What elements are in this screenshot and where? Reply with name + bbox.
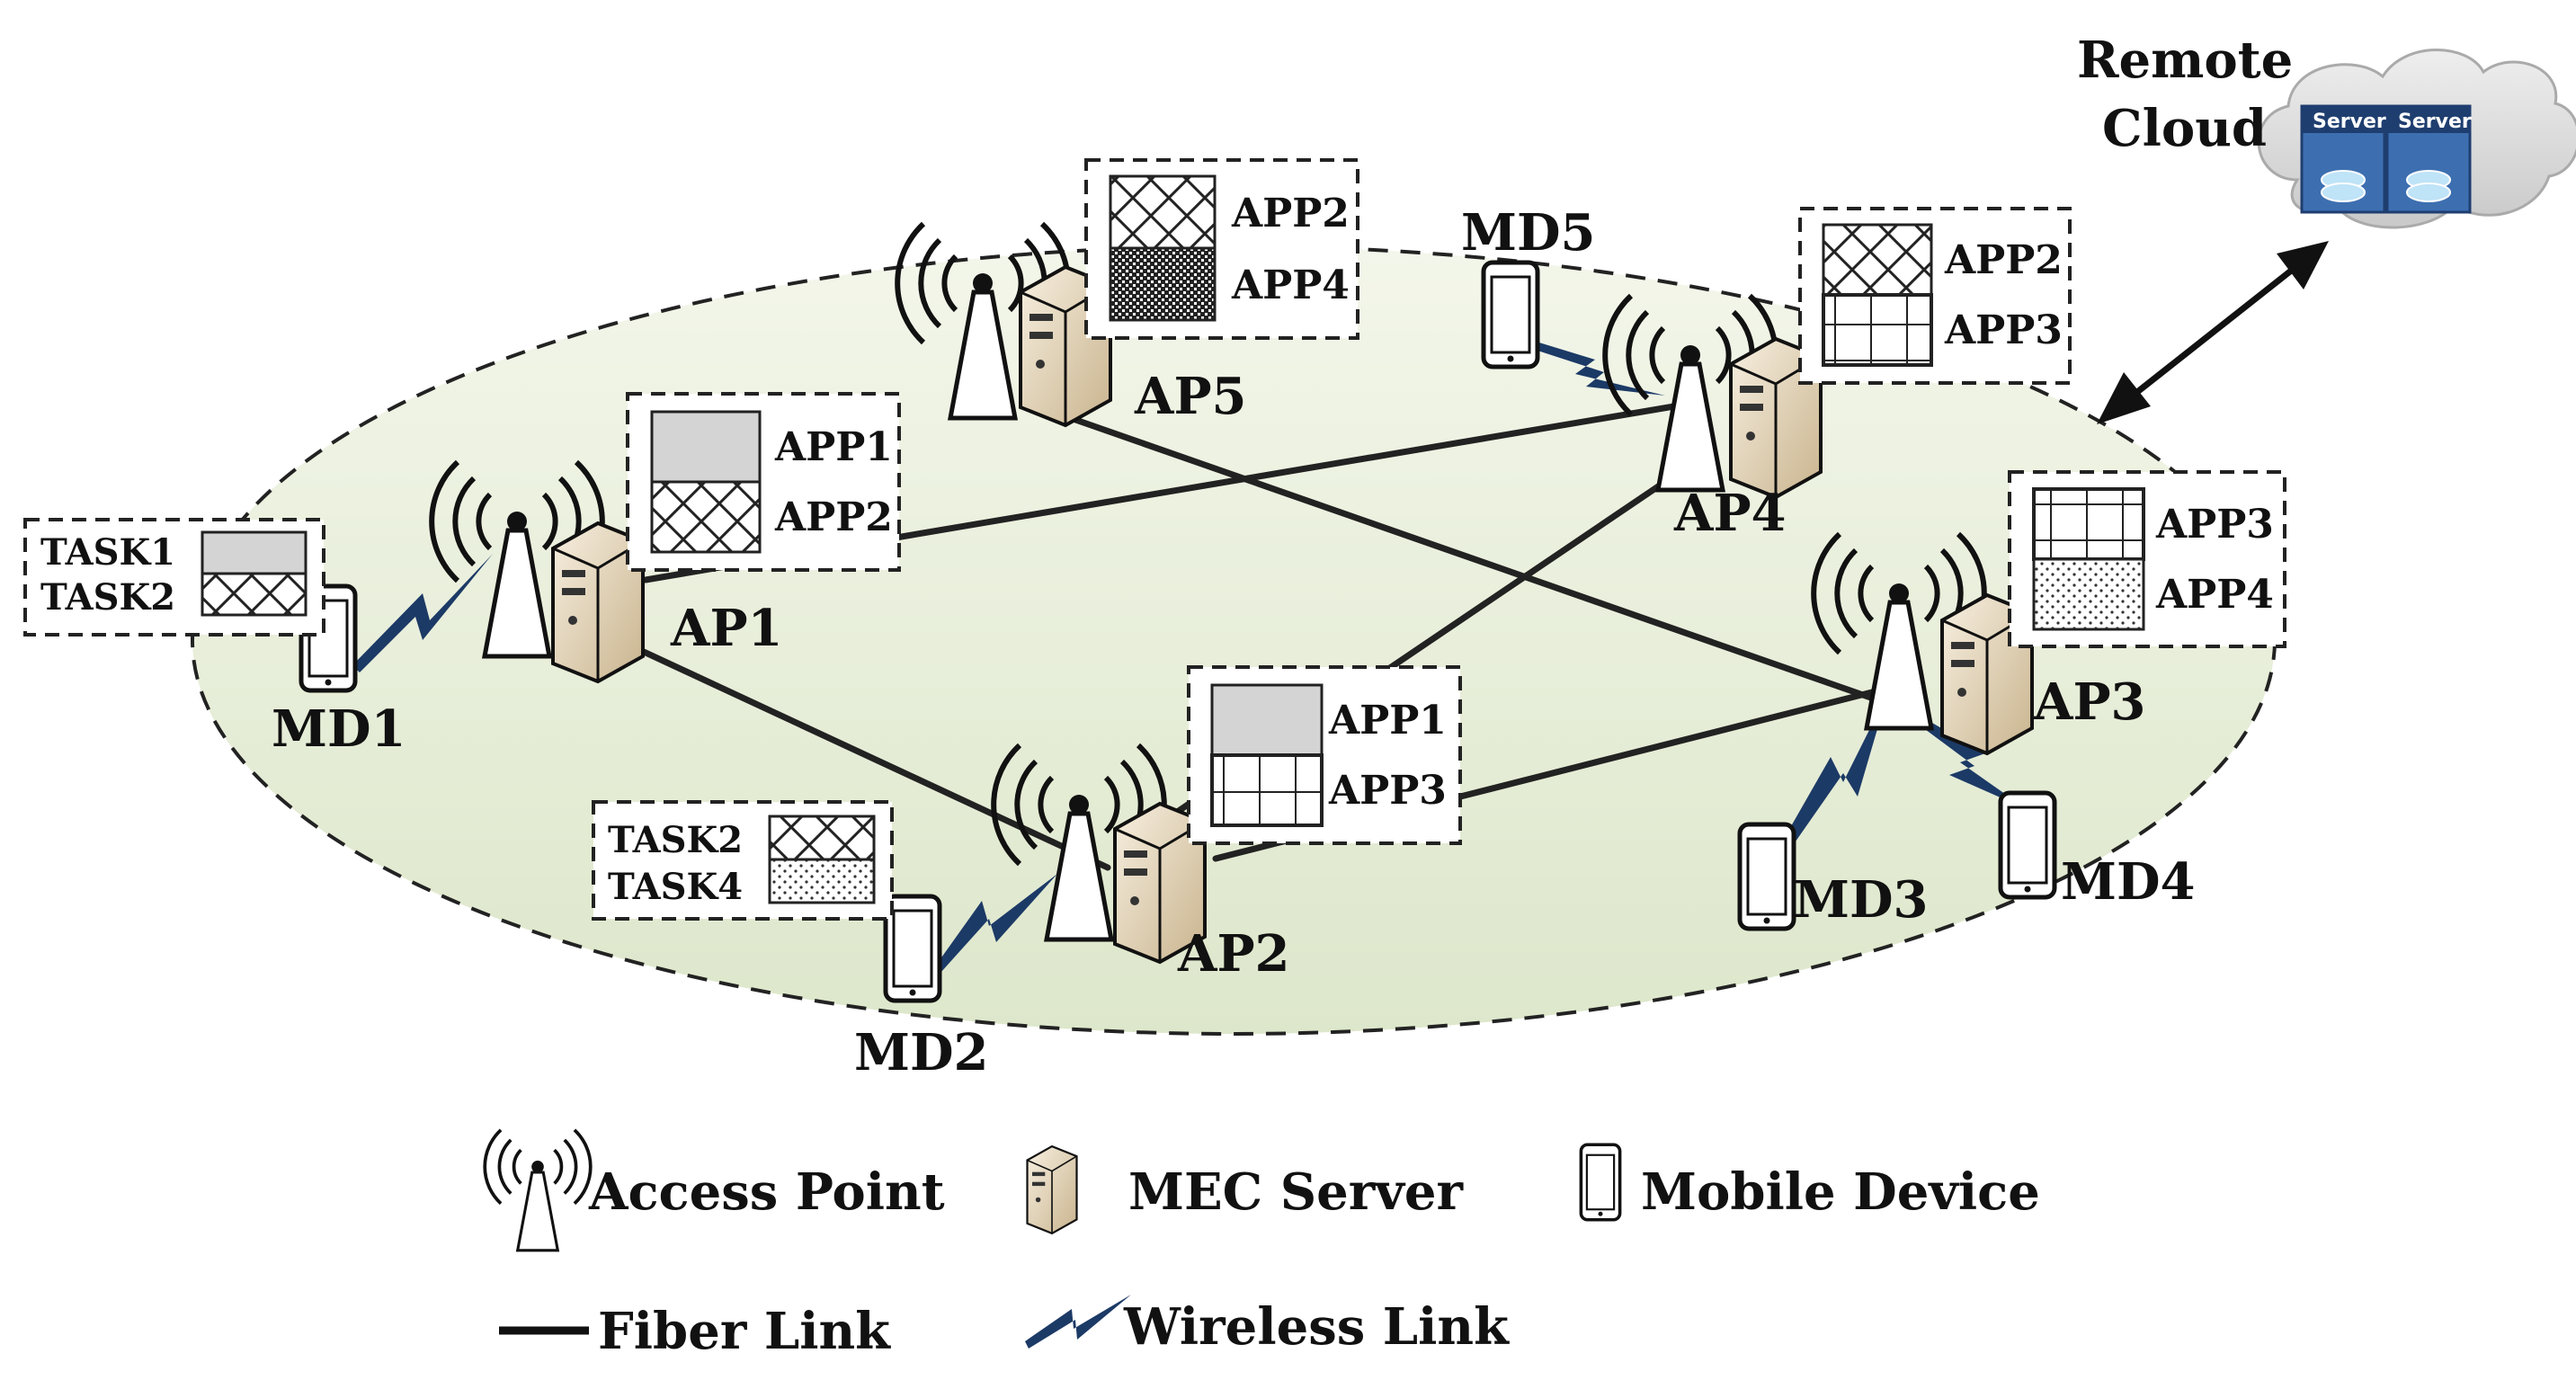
md1-task-label-1: TASK1 — [40, 531, 175, 574]
ap4-app-label-2: APP3 — [1944, 307, 2063, 353]
legend-access-point-label: Access Point — [588, 1162, 945, 1222]
wireless-link-md1-ap1 — [352, 554, 493, 672]
legend-access-point-icon — [483, 1128, 593, 1252]
cloud-db-icon — [2321, 183, 2366, 202]
wireless-link-md2-ap2 — [935, 874, 1057, 973]
app2-block — [1822, 223, 1933, 297]
md3-phone-icon — [1740, 824, 1794, 929]
remote-cloud: Server Server — [2257, 49, 2576, 229]
legend-mobile-device-icon — [1579, 1143, 1622, 1222]
wireless-link-md3-ap3 — [1780, 692, 1888, 850]
fiber-link-ap5-ap3 — [1041, 405, 1885, 705]
md4-label: MD4 — [2061, 852, 2196, 912]
md5-phone-icon — [1484, 263, 1538, 367]
md2-task-label-1: TASK2 — [608, 819, 743, 861]
app1-block — [650, 410, 762, 484]
app1-block — [1210, 683, 1324, 757]
legend-wireless-link-label: Wireless Link — [1123, 1297, 1510, 1357]
md1-label: MD1 — [272, 699, 406, 759]
md2-task-box: TASK2 TASK4 — [592, 800, 894, 921]
ap3-app-box: APP3 APP4 — [2008, 470, 2286, 648]
app4-block — [2032, 557, 2145, 631]
app3-block — [1210, 753, 1324, 827]
legend: Access Point MEC Server Mobile Device Fi… — [483, 1128, 2040, 1361]
task2-block — [768, 815, 876, 861]
legend-fiber-link-label: Fiber Link — [598, 1302, 891, 1361]
wireless-link-md5-ap4 — [1530, 340, 1665, 396]
ap4-app-box: APP2 APP3 — [1798, 207, 2072, 385]
legend-wireless-link-icon — [1025, 1295, 1131, 1349]
legend-mec-server-icon — [1026, 1144, 1078, 1235]
ap3-app-label-1: APP3 — [2155, 502, 2274, 548]
cloud-title-line-2: Cloud — [2102, 99, 2267, 158]
app3-block — [2032, 487, 2145, 561]
md3-label: MD3 — [1794, 870, 1929, 930]
ap2-app-box: APP1 APP3 — [1187, 665, 1462, 845]
ap2-label: AP2 — [1177, 924, 1290, 984]
ap3-app-label-2: APP4 — [2155, 572, 2274, 618]
ap1-label: AP1 — [670, 599, 783, 658]
task4-block — [768, 858, 876, 904]
fiber-link-ap1-ap2 — [615, 637, 1111, 871]
app3-block — [1822, 293, 1933, 367]
md5-label: MD5 — [1461, 203, 1596, 263]
ap5-app-label-2: APP4 — [1231, 263, 1350, 308]
ap2-app-label-1: APP1 — [1328, 698, 1447, 743]
ap5-app-label-1: APP2 — [1231, 191, 1350, 236]
legend-mec-server-label: MEC Server — [1128, 1162, 1464, 1222]
md2-label: MD2 — [854, 1023, 989, 1082]
ap1-app-label-2: APP2 — [774, 494, 893, 540]
md1-task-label-2: TASK2 — [40, 576, 175, 619]
ap4-label: AP4 — [1673, 484, 1787, 543]
legend-mobile-device-label: Mobile Device — [1641, 1162, 2040, 1222]
md2-task-label-2: TASK4 — [608, 866, 743, 908]
ap3-label: AP3 — [2033, 672, 2146, 732]
cloud-title-line-1: Remote — [2077, 31, 2293, 90]
md4-phone-icon — [2001, 793, 2055, 897]
ap5-label: AP5 — [1134, 367, 1247, 426]
task1-block — [201, 530, 308, 575]
task2-block — [201, 572, 308, 617]
cloud-server-1-label: Server — [2313, 111, 2386, 133]
app2-block — [1109, 174, 1217, 250]
app2-block — [650, 480, 762, 554]
ap5-app-box: APP2 APP4 — [1084, 158, 1359, 340]
ap1-app-box: APP1 APP2 — [626, 392, 901, 572]
cloud-db-icon — [2406, 183, 2451, 202]
app4-block — [1109, 246, 1217, 322]
cloud-connection-arrow — [2097, 241, 2329, 424]
cloud-server-2-label: Server — [2398, 111, 2472, 133]
ap1-app-label-1: APP1 — [774, 424, 893, 470]
ap4-app-label-1: APP2 — [1944, 237, 2063, 283]
ap2-app-label-2: APP3 — [1328, 768, 1447, 814]
md1-task-box: TASK1 TASK2 — [23, 518, 325, 637]
